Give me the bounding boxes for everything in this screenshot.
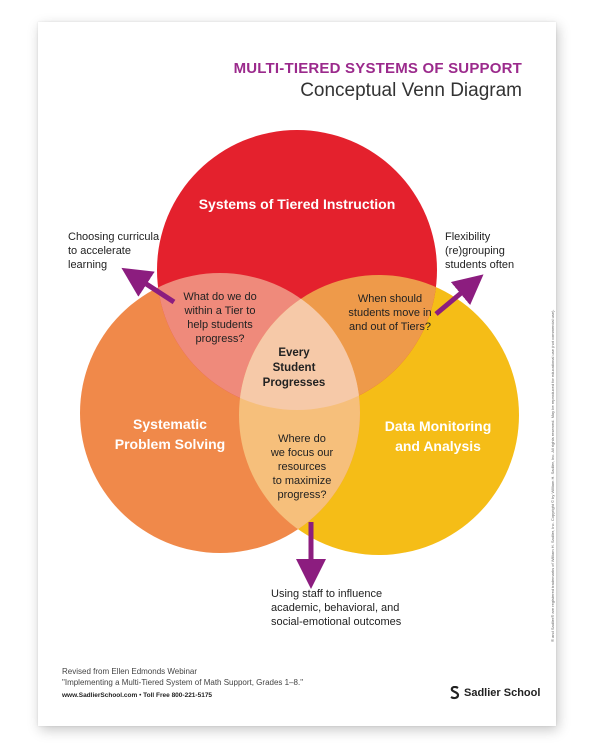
- page-title: MULTI-TIERED SYSTEMS OF SUPPORT: [233, 60, 522, 77]
- overlap-center: [239, 275, 360, 410]
- circle-left-label: Systematic Problem Solving: [114, 416, 226, 452]
- brand-logo: Sadlier School: [450, 686, 540, 700]
- brand-name: Sadlier School: [464, 687, 541, 699]
- sadlier-logo-icon: [450, 686, 460, 700]
- arrow-left: [121, 267, 176, 305]
- venn-diagram: [80, 130, 519, 589]
- note-bottom: Using staff to influence academic, behav…: [271, 588, 402, 628]
- overlap-center-text: Every Student Progresses: [262, 347, 326, 389]
- phone-number: Toll Free 800-221-5175: [143, 692, 213, 699]
- overlap-top-right-text: When should students move in and out of …: [348, 293, 432, 333]
- circle-top-label: Systems of Tiered Instruction: [198, 196, 396, 212]
- page-subtitle: Conceptual Venn Diagram: [300, 80, 522, 101]
- worksheet-page: MULTI-TIERED SYSTEMS OF SUPPORT Conceptu…: [38, 22, 556, 726]
- overlap-top-left-text: What do we do within a Tier to help stud…: [183, 291, 257, 345]
- note-left: Choosing curricula to accelerate learnin…: [68, 231, 160, 271]
- footer-contact: www.SadlierSchool.com • Toll Free 800-22…: [62, 692, 212, 699]
- footer-separator: •: [139, 692, 142, 699]
- arrow-right: [434, 274, 484, 316]
- footer-reference: Revised from Ellen Edmonds Webinar "Impl…: [62, 667, 304, 687]
- overlap-bottom-text: Where do we focus our resources to maxim…: [270, 433, 334, 501]
- circle-right-label: Data Monitoring and Analysis: [384, 418, 492, 454]
- copyright-note: ® and Sadlier® are registered trademarks…: [550, 309, 555, 642]
- note-right: Flexibility (re)grouping students often: [445, 231, 515, 271]
- website-link[interactable]: www.SadlierSchool.com: [62, 692, 138, 699]
